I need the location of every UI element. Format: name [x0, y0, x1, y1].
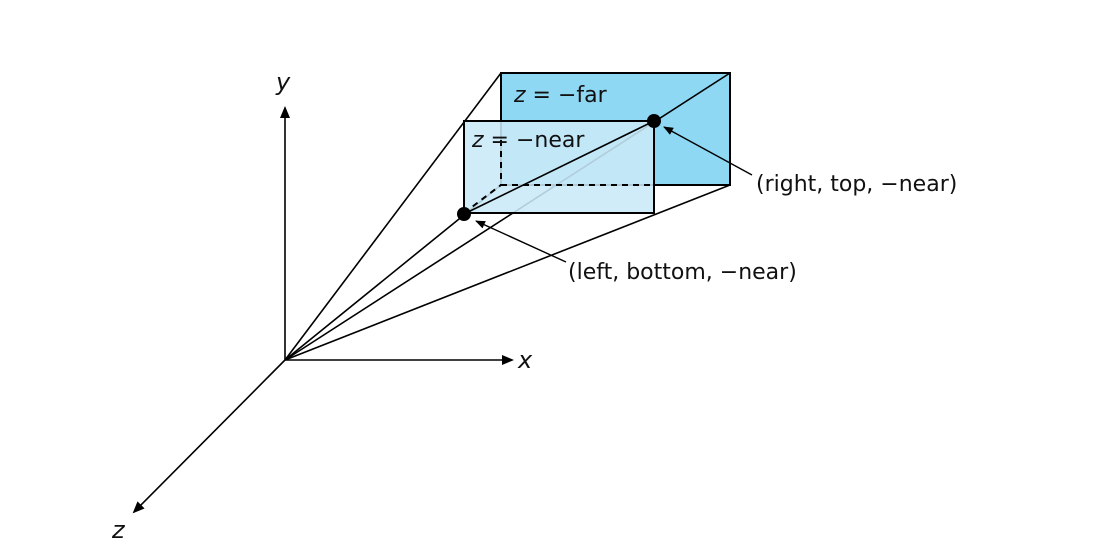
leader-left-bottom	[475, 220, 567, 263]
y-axis-label: y	[275, 68, 291, 96]
far-plane-label-var: z	[513, 83, 526, 108]
label-left-bottom-near: (left, bottom, −near)	[568, 260, 797, 285]
label-right-top-near: (right, top, −near)	[756, 172, 957, 197]
hidden-edges	[463, 140, 654, 214]
frustum-edge-bottom-right	[284, 184, 731, 361]
z-axis-label: z	[111, 516, 126, 544]
point-right-top-near	[647, 114, 661, 128]
point-left-bottom-near	[457, 207, 471, 221]
hidden-edge-diagonal	[463, 184, 502, 214]
leader-right-top	[663, 126, 753, 176]
near-plane-label-rest: = −near	[484, 128, 586, 153]
axes	[132, 106, 514, 514]
z-axis	[132, 359, 286, 514]
x-axis-label: x	[517, 346, 533, 374]
near-plane-label: z = −near	[471, 128, 585, 153]
frustum-edge-through-near	[463, 120, 655, 215]
far-plane-label: z = −far	[513, 83, 608, 108]
far-plane-label-rest: = −far	[526, 83, 608, 108]
near-plane-label-var: z	[471, 128, 484, 153]
